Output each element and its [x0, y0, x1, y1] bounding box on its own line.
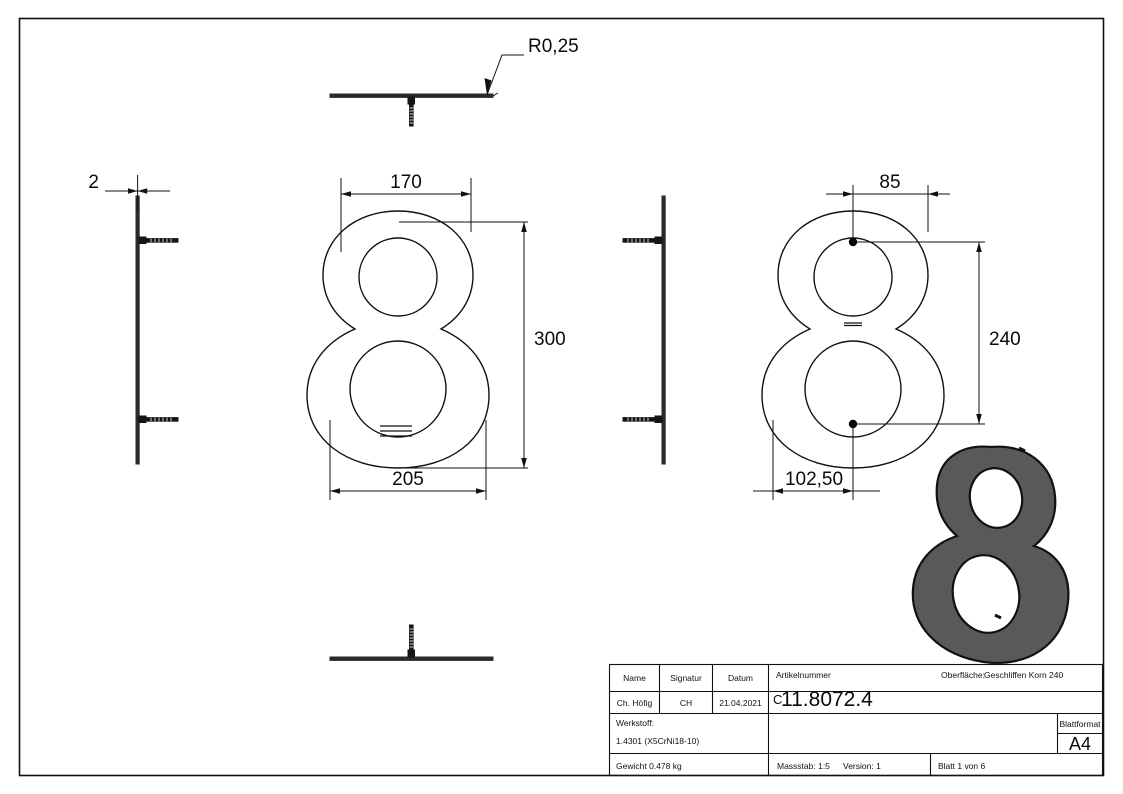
version-value: Version: 1 — [843, 761, 881, 771]
left-view-stud-upper — [138, 236, 179, 244]
glyph-lower-counter — [349, 340, 447, 438]
width-bottom-label: 205 — [392, 469, 424, 490]
blattformat-value: A4 — [1069, 734, 1091, 754]
iso-stud-lower — [994, 613, 1002, 620]
gewicht-value: Gewicht 0.478 kg — [616, 761, 682, 771]
title-block: Name Signatur Datum Artikelnummer Oberfl… — [608, 663, 1104, 777]
right-side-view — [622, 195, 666, 465]
header-datum: Datum — [728, 673, 753, 683]
height-label: 300 — [534, 329, 566, 350]
werkstoff-label: Werkstoff: — [616, 718, 654, 728]
hole-offset-label: 85 — [879, 172, 900, 193]
left-view-plate — [135, 195, 140, 465]
right-view-stud-lower — [622, 415, 663, 423]
hole-offset-dimension: 85 — [826, 172, 950, 232]
glyph-outer-contour — [306, 210, 490, 469]
bottom-view — [329, 624, 494, 661]
header-name: Name — [623, 673, 646, 683]
thickness-label: 2 — [88, 172, 99, 193]
blatt-value: Blatt 1 von 6 — [938, 761, 986, 771]
werkstoff-value: 1.4301 (X5CrNi18-10) — [616, 736, 699, 746]
surface-finish-marks — [380, 425, 412, 437]
iso-stud-upper — [1018, 446, 1026, 453]
value-datum: 21.04.2021 — [719, 698, 762, 708]
iso-glyph-body — [911, 445, 1070, 665]
glyph-upper-counter — [358, 237, 438, 317]
header-signatur: Signatur — [670, 673, 702, 683]
top-view — [329, 92, 499, 127]
oberflaeche-label: Oberfläche: — [941, 670, 985, 680]
left-view-stud-lower — [138, 415, 179, 423]
right-view-stud-upper — [622, 236, 663, 244]
bottom-view-plate — [329, 656, 494, 661]
leader-arrowhead — [484, 78, 492, 95]
width-bottom-dimension: 205 — [329, 420, 487, 500]
height-dimension: 300 — [399, 221, 566, 469]
iso-lower-counter — [951, 554, 1021, 634]
value-name: Ch. Höfig — [617, 698, 653, 708]
bottom-view-stud — [407, 624, 415, 658]
artikelnummer-value: 11.8072.4 — [781, 688, 873, 711]
isometric-view — [911, 445, 1070, 665]
hole-base-dimension: 102,50 — [753, 420, 880, 500]
width-top-dimension: 170 — [340, 172, 472, 252]
front-view — [306, 210, 490, 469]
header-artikelnummer: Artikelnummer — [776, 670, 831, 680]
artikelnummer-prefix: C — [773, 692, 782, 707]
top-view-stud — [407, 96, 415, 127]
hole-spacing-dimension: 240 — [976, 242, 1021, 424]
radius-label: R0,25 — [528, 36, 579, 57]
hole-view-surface-marks — [844, 322, 862, 327]
width-top-label: 170 — [390, 172, 422, 193]
right-view-plate — [661, 195, 666, 465]
value-signatur: CH — [680, 698, 692, 708]
iso-upper-counter — [968, 467, 1024, 529]
thickness-dimension: 2 — [88, 172, 170, 210]
hole-spacing-label: 240 — [989, 329, 1021, 350]
radius-callout: R0,25 — [484, 36, 579, 96]
hole-pattern-view — [761, 185, 985, 500]
hole-base-label: 102,50 — [785, 469, 843, 490]
oberflaeche-value: Geschliffen Korn 240 — [984, 670, 1063, 680]
blattformat-label: Blattformat — [1059, 719, 1101, 729]
massstab-value: Massstab: 1:5 — [777, 761, 830, 771]
drawing-frame — [18, 17, 1105, 777]
